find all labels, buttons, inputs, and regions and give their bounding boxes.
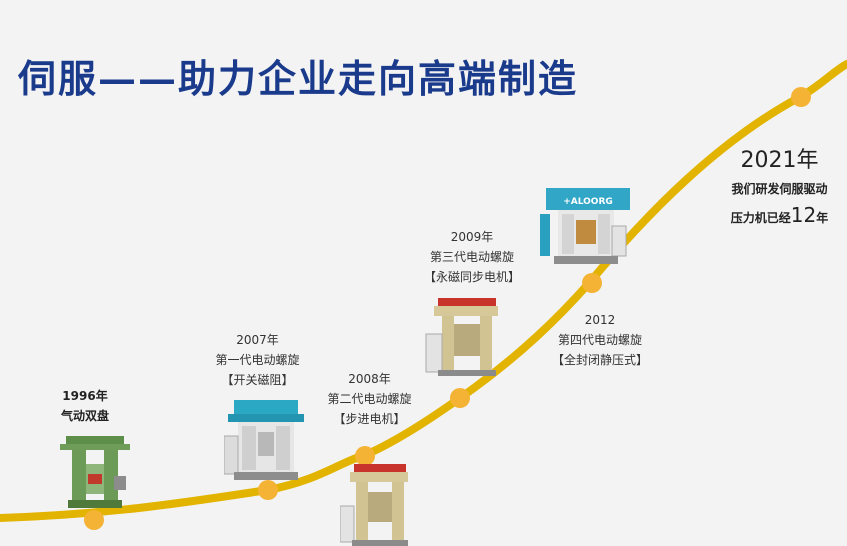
milestone-year: 2012 (584, 313, 616, 327)
milestone-desc: 气动双盘 (60, 409, 109, 423)
milestone-year: 2007年 (236, 333, 279, 347)
final-line1: 我们研发伺服驱动 (731, 182, 828, 196)
milestone-year: 2008年 (348, 372, 391, 386)
final-line2-prefix: 压力机已经 (730, 211, 791, 225)
milestone-sub: 【永磁同步电机】 (423, 270, 520, 284)
timeline-dot-2009 (450, 388, 470, 408)
timeline-dot-2007 (258, 480, 278, 500)
milestone-1996: 1996年 气动双盘 (45, 386, 125, 426)
milestone-year: 2009年 (450, 230, 494, 244)
press-machine-teal-icon (224, 400, 304, 480)
milestone-year: 1996年 (62, 389, 108, 403)
final-number: 12 (790, 203, 817, 227)
press-machine-green-icon (60, 436, 130, 508)
milestone-desc: 第四代电动螺旋 (557, 333, 642, 347)
milestone-sub: 【全封闭静压式】 (551, 353, 648, 367)
timeline-dot-1996 (84, 510, 104, 530)
machine-brand-label: +ALOORG (563, 197, 613, 207)
timeline-dot-2021 (791, 87, 811, 107)
milestone-desc: 第三代电动螺旋 (429, 250, 514, 264)
milestone-desc: 第一代电动螺旋 (215, 353, 300, 367)
milestone-2007: 2007年 第一代电动螺旋 【开关磁阻】 (200, 330, 315, 390)
final-year: 2021年 (740, 148, 819, 173)
press-machine-red-icon (425, 298, 498, 376)
timeline-dot-2008 (355, 446, 375, 466)
page-title: 伺服——助力企业走向高端制造 (18, 56, 579, 101)
milestone-sub: 【开关磁阻】 (221, 373, 294, 387)
milestone-2009: 2009年 第三代电动螺旋 【永磁同步电机】 (412, 227, 532, 287)
press-machine-red-icon (340, 464, 408, 546)
milestone-2021: 2021年 我们研发伺服驱动 压力机已经12年 (712, 146, 847, 231)
milestone-2008: 2008年 第二代电动螺旋 【步进电机】 (312, 369, 427, 429)
final-line2: 压力机已经12年 (712, 202, 847, 231)
milestone-desc: 第二代电动螺旋 (327, 392, 412, 406)
timeline-dot-2012 (582, 273, 602, 293)
milestone-2012: 2012 第四代电动螺旋 【全封闭静压式】 (540, 310, 660, 370)
milestone-sub: 【步进电机】 (333, 412, 406, 426)
final-line2-suffix: 年 (816, 211, 829, 225)
press-machine-cyan-icon: +ALOORG (540, 188, 630, 264)
